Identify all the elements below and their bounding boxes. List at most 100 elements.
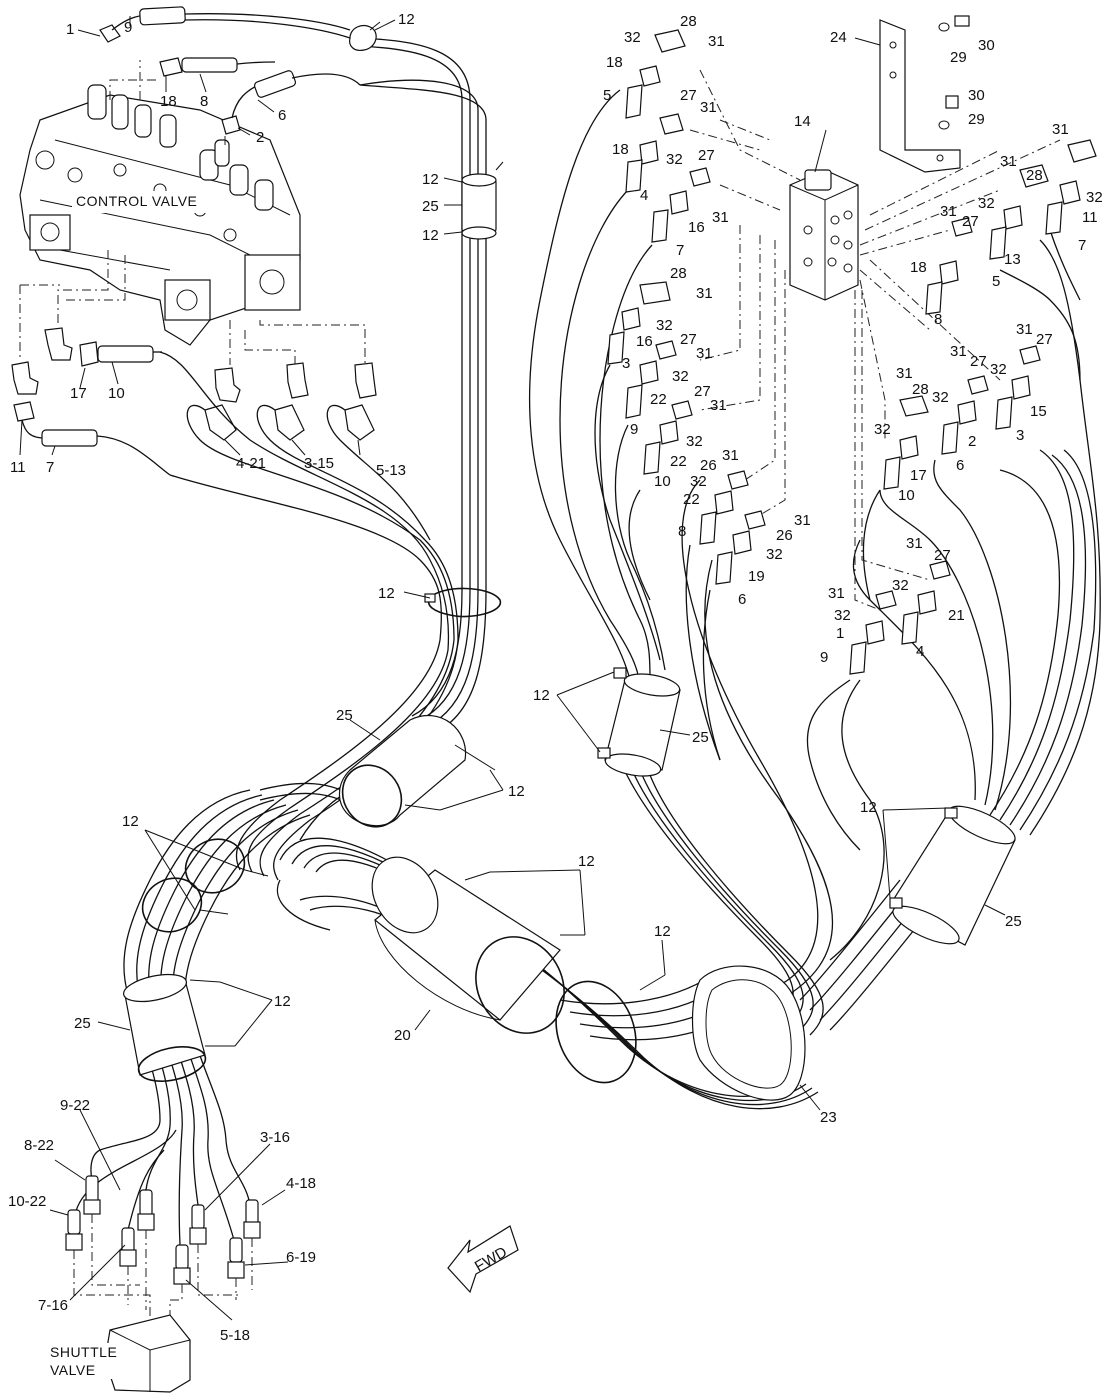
callout-label: 1 [66, 21, 74, 38]
callout-label: 12 [422, 171, 439, 188]
callout-label: 27 [694, 383, 711, 400]
callout-label: 4 [916, 643, 924, 660]
callout-label: 22 [670, 453, 687, 470]
callout-label: 31 [1000, 153, 1017, 170]
callout-label: 10-22 [8, 1193, 46, 1210]
callout-label: 13 [1004, 251, 1021, 268]
callout-label: 31 [950, 343, 967, 360]
callout-label: 1 [836, 625, 844, 642]
callout-label: 31 [722, 447, 739, 464]
tube-25-upper [461, 161, 504, 240]
callout-label: 31 [708, 33, 725, 50]
callout-label: 5-13 [376, 462, 406, 479]
callout-label: 25 [74, 1015, 91, 1032]
callout-labels: 1 9 12 18 8 6 2 11 7 17 10 4-21 3-15 5-1… [8, 11, 1103, 1344]
callout-label: 9-22 [60, 1097, 90, 1114]
callout-label: 6 [738, 591, 746, 608]
callout-label: 8 [200, 93, 208, 110]
callout-label: 11 [1082, 209, 1098, 226]
fwd-arrow: FWD [447, 1225, 519, 1294]
callout-label: 31 [940, 203, 957, 220]
callout-label: 12 [533, 687, 550, 704]
callout-label: 32 [978, 195, 995, 212]
callout-label: 5 [603, 87, 611, 104]
callout-label: 32 [766, 546, 783, 563]
callout-label: 3-15 [304, 455, 334, 472]
callout-label: 30 [968, 87, 985, 104]
right-fittings [607, 29, 1097, 675]
callout-label: 12 [122, 813, 139, 830]
callout-label: 12 [508, 783, 525, 800]
callout-label: 27 [680, 331, 697, 348]
callout-label: 27 [1036, 331, 1053, 348]
callout-label: 31 [712, 209, 729, 226]
callout-label: 32 [874, 421, 891, 438]
callout-label: 23 [820, 1109, 837, 1126]
callout-label: 31 [696, 345, 713, 362]
callout-label: 4-21 [236, 455, 266, 472]
callout-label: 25 [336, 707, 353, 724]
top-hoses [99, 6, 361, 135]
callout-label: 12 [378, 585, 395, 602]
callout-label: 4 [640, 187, 648, 204]
callout-label: 28 [680, 13, 697, 30]
callout-label: 12 [578, 853, 595, 870]
callout-label: 22 [683, 491, 700, 508]
callout-label: 18 [606, 54, 623, 71]
callout-label: 22 [650, 391, 667, 408]
callout-label: 12 [398, 11, 415, 28]
callout-label: 9 [124, 19, 132, 36]
callout-label: 18 [910, 259, 927, 276]
callout-label: 31 [1016, 321, 1033, 338]
callout-label: 27 [680, 87, 697, 104]
main-hose-bundle-left [159, 37, 487, 881]
callout-label: 31 [896, 365, 913, 382]
callout-label: 31 [700, 99, 717, 116]
leader-lines [19, 16, 1006, 1321]
manifold-dash-lines [689, 69, 1061, 611]
callout-label: 20 [394, 1027, 411, 1044]
tube-25-right [889, 805, 1016, 946]
callout-label: 12 [422, 227, 439, 244]
callout-label: 32 [672, 368, 689, 385]
callout-label: 28 [912, 381, 929, 398]
callout-label: 12 [654, 923, 671, 940]
callout-label: 31 [794, 512, 811, 529]
callout-label: 31 [906, 535, 923, 552]
callout-label: 32 [624, 29, 641, 46]
callout-label: 17 [70, 385, 87, 402]
callout-label: 28 [670, 265, 687, 282]
callout-label: 25 [1005, 913, 1022, 930]
tube-20 [371, 856, 585, 1034]
rings-12-left [141, 838, 269, 933]
mid-column-hoses [528, 89, 881, 851]
manifold-14 [789, 169, 859, 301]
callout-label: 8-22 [24, 1137, 54, 1154]
callout-label: 7 [676, 242, 684, 259]
callout-label: 32 [666, 151, 683, 168]
callout-label: 25 [422, 198, 439, 215]
callout-label: 18 [160, 93, 177, 110]
callout-label: 8 [934, 311, 942, 328]
bracket-24 [879, 15, 970, 173]
callout-label: 2 [968, 433, 976, 450]
callout-label: 31 [696, 285, 713, 302]
callout-label: 19 [748, 568, 765, 585]
callout-label: 29 [968, 111, 985, 128]
tube-25-bottom-left [122, 973, 235, 1082]
tube-25-right-mid [597, 667, 681, 777]
callout-label: 4-18 [286, 1175, 316, 1192]
control-valve-caption: CONTROL VALVE [76, 193, 197, 209]
callout-label: 26 [700, 457, 717, 474]
callout-label: 9 [630, 421, 638, 438]
callout-label: 24 [830, 29, 847, 46]
callout-label: 32 [656, 317, 673, 334]
shuttle-fittings: SHUTTLE VALVE [45, 1175, 261, 1393]
callout-label: 18 [612, 141, 629, 158]
ring-12-and-loop-23 [555, 965, 806, 1101]
callout-label: 27 [698, 147, 715, 164]
callout-label: 26 [776, 527, 793, 544]
callout-label: 32 [690, 473, 707, 490]
left-fittings [11, 327, 171, 476]
callout-label: 6 [956, 457, 964, 474]
